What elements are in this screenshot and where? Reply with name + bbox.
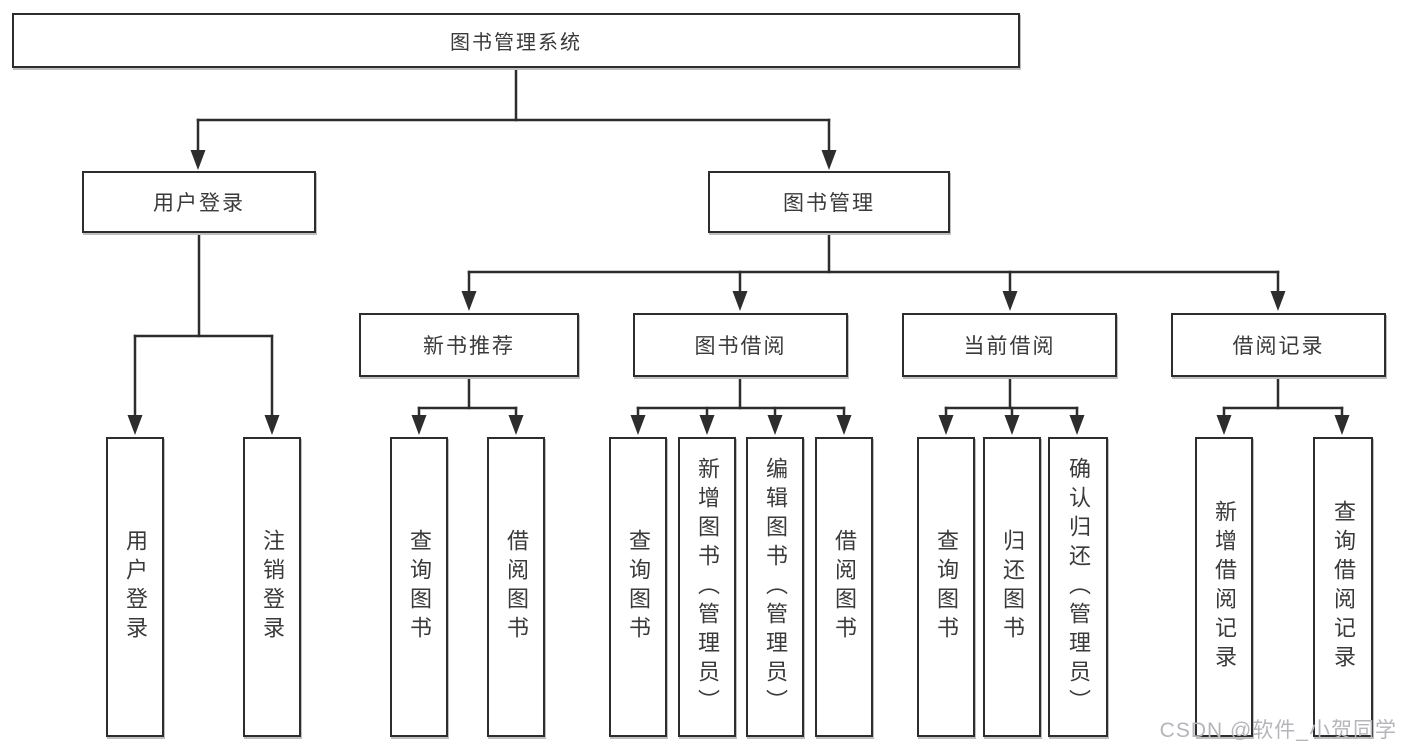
node-user-login: 用户登录 xyxy=(82,171,316,233)
node-label: 查询图书 xyxy=(934,529,959,645)
node-book-borrowing: 图书借阅 xyxy=(633,313,848,377)
node-label: 新书推荐 xyxy=(423,335,515,358)
node-label: 查询图书 xyxy=(407,529,432,645)
node-label: 新增图书（管理员） xyxy=(695,456,720,718)
node-label: 图书管理系统 xyxy=(450,32,582,54)
node-label: 图书管理 xyxy=(783,192,875,215)
leaf-query-books-borrowing: 查询图书 xyxy=(609,437,667,737)
leaf-return-book: 归还图书 xyxy=(983,437,1041,737)
node-borrow-records: 借阅记录 xyxy=(1171,313,1386,377)
node-label: 借阅记录 xyxy=(1232,335,1325,358)
node-label: 确认归还（管理员） xyxy=(1066,456,1091,718)
node-label: 用户登录 xyxy=(123,529,148,645)
node-label: 用户登录 xyxy=(153,192,245,215)
node-label: 借阅图书 xyxy=(832,529,857,645)
node-library-system: 图书管理系统 xyxy=(12,13,1020,68)
node-label: 查询图书 xyxy=(626,529,651,645)
node-book-management: 图书管理 xyxy=(708,171,950,233)
node-new-book-recommend: 新书推荐 xyxy=(359,313,579,377)
leaf-edit-book-admin: 编辑图书（管理员） xyxy=(746,437,804,737)
node-label: 归还图书 xyxy=(1000,529,1025,645)
leaf-add-borrow-record: 新增借阅记录 xyxy=(1195,437,1253,737)
node-label: 新增借阅记录 xyxy=(1212,500,1237,674)
node-label: 查询借阅记录 xyxy=(1331,500,1356,674)
csdn-watermark: CSDN @软件_小贺同学 xyxy=(1159,719,1397,742)
leaf-confirm-return-admin: 确认归还（管理员） xyxy=(1048,437,1108,737)
node-label: 编辑图书（管理员） xyxy=(763,456,788,718)
leaf-query-books-current: 查询图书 xyxy=(917,437,975,737)
leaf-query-borrow-record: 查询借阅记录 xyxy=(1313,437,1373,737)
node-label: 借阅图书 xyxy=(504,529,529,645)
leaf-borrow-books-recommend: 借阅图书 xyxy=(487,437,545,737)
leaf-borrow-books-borrowing: 借阅图书 xyxy=(815,437,873,737)
node-label: 图书借阅 xyxy=(694,335,787,358)
leaf-user-login: 用户登录 xyxy=(106,437,164,737)
node-current-borrowing: 当前借阅 xyxy=(902,313,1117,377)
node-label: 当前借阅 xyxy=(963,335,1056,358)
leaf-add-book-admin: 新增图书（管理员） xyxy=(678,437,736,737)
node-label: 注销登录 xyxy=(260,529,285,645)
leaf-query-books-recommend: 查询图书 xyxy=(390,437,448,737)
leaf-logout: 注销登录 xyxy=(243,437,301,737)
